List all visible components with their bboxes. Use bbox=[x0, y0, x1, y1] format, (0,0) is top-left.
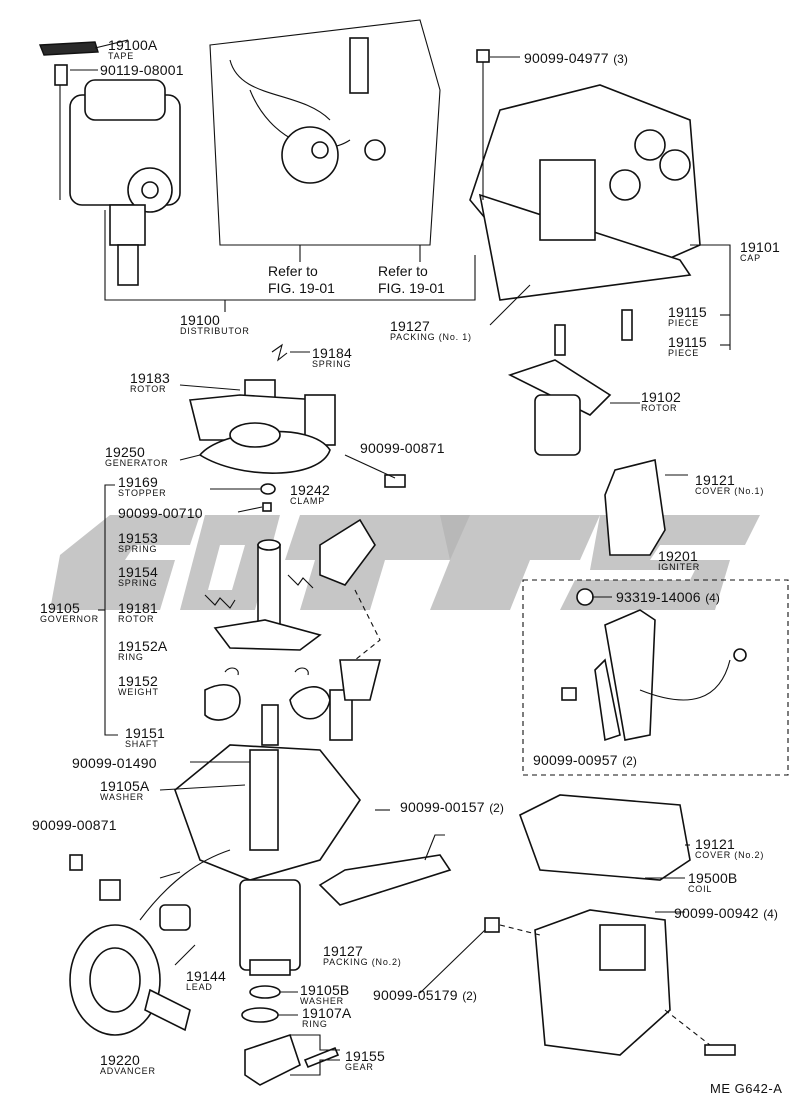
figure-code: ME G642-A bbox=[710, 1081, 783, 1096]
tape-illustration bbox=[38, 41, 99, 56]
lower-parts-illustration bbox=[241, 985, 340, 1086]
generator-illustration bbox=[198, 422, 331, 474]
cover-no2-illustration bbox=[519, 794, 691, 881]
screw-157-label: 90099-00157 (2) bbox=[400, 799, 504, 815]
rotor-generator-illustration bbox=[188, 379, 336, 446]
distributor-assembly-illustration bbox=[54, 64, 181, 286]
spring-top-illustration bbox=[271, 343, 288, 362]
governor-illustration bbox=[204, 483, 331, 721]
packing-no2-illustration bbox=[318, 834, 452, 906]
bolt-clamp-label: 90099-00871 bbox=[360, 440, 445, 456]
igniter-screw-s-label: 93319-14006 (4) bbox=[616, 589, 720, 605]
cover-no1-illustration bbox=[604, 459, 666, 556]
pieces-illustration bbox=[554, 309, 633, 356]
advancer-illustration bbox=[69, 849, 231, 1036]
refer-box-illustration bbox=[209, 19, 441, 246]
rotor-top-illustration bbox=[507, 359, 612, 456]
cap-screw-illustration bbox=[476, 49, 490, 200]
igniter-group-box bbox=[522, 579, 789, 776]
bolt-top-left-label: 90119-08001 bbox=[100, 62, 184, 78]
housing-illustration bbox=[174, 659, 382, 976]
igniter-screw-label: 90099-00957 (2) bbox=[533, 752, 637, 768]
clamp-illustration bbox=[319, 474, 406, 586]
coil-screw-label: 90099-00942 (4) bbox=[674, 905, 778, 921]
housing-screw-label: 90099-01490 bbox=[72, 755, 157, 771]
cap-screw-label: 90099-04977 (3) bbox=[524, 50, 628, 66]
coil-illustration bbox=[484, 909, 736, 1056]
refer-label-1: Refer to FIG. 19-01 bbox=[268, 263, 335, 296]
igniter-illustration bbox=[561, 588, 747, 742]
small-screw-label: 90099-00710 bbox=[118, 505, 203, 521]
nut-05179-label: 90099-05179 (2) bbox=[373, 987, 477, 1003]
bolt-left-label: 90099-00871 bbox=[32, 817, 117, 833]
refer-label-2: Refer to FIG. 19-01 bbox=[378, 263, 445, 296]
cap-illustration bbox=[469, 84, 701, 301]
